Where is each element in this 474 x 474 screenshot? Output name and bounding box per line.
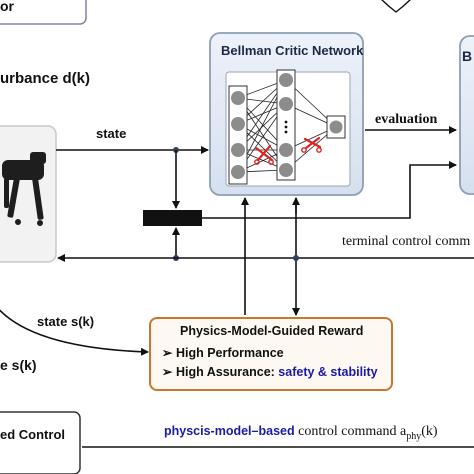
hidden-ellipsis bbox=[284, 120, 288, 124]
scissors-icon bbox=[254, 144, 274, 165]
hidden-node bbox=[279, 73, 293, 87]
control-command-sub: phy bbox=[406, 430, 422, 442]
top-left-fragment: or bbox=[0, 0, 14, 14]
control-command-tail: (k) bbox=[421, 424, 438, 439]
reward-item-1-text: High Performance bbox=[175, 346, 284, 360]
input-node bbox=[231, 91, 245, 105]
reward-item-2-highlight: safety & stability bbox=[278, 365, 378, 379]
hidden-node bbox=[279, 97, 293, 111]
reward-item-2-prefix: High Assurance: bbox=[175, 365, 279, 379]
switch-bar bbox=[143, 210, 202, 226]
check-arrow-icon: ➢ bbox=[162, 346, 176, 360]
reward-item-2: ➢ High Assurance: safety & stability bbox=[162, 364, 378, 379]
critic-title: Bellman Critic Network bbox=[221, 43, 364, 58]
robot-dog-icon bbox=[2, 152, 46, 226]
input-layer bbox=[228, 85, 248, 185]
evaluation-label: evaluation bbox=[375, 112, 438, 127]
junction-dot bbox=[293, 255, 299, 261]
hidden-ellipsis bbox=[284, 130, 288, 134]
bottom-left-label: ed Control bbox=[0, 427, 65, 442]
right-box bbox=[459, 35, 474, 195]
terminal-label: terminal control comm bbox=[342, 234, 471, 249]
right-box-letter: B bbox=[462, 48, 473, 64]
top-brace bbox=[381, 0, 411, 13]
check-arrow-icon: ➢ bbox=[162, 365, 176, 379]
disturbance-label: urbance d(k) bbox=[0, 70, 90, 88]
disturbance-text: urbance d(k) bbox=[0, 70, 91, 87]
bottom-left-box bbox=[0, 411, 81, 474]
hidden-node bbox=[279, 143, 293, 157]
state-s-label: state s(k) bbox=[37, 314, 95, 329]
output-node bbox=[329, 120, 343, 134]
hidden-ellipsis bbox=[284, 125, 288, 129]
control-command-label: physcis-model–based control command aphy… bbox=[164, 424, 438, 442]
scissors-icon bbox=[301, 136, 322, 153]
hidden-node bbox=[279, 163, 293, 177]
reward-item-1: ➢ High Performance bbox=[162, 345, 284, 360]
e-s-label: e s(k) bbox=[0, 357, 37, 373]
input-node bbox=[231, 117, 245, 131]
input-node bbox=[231, 165, 245, 179]
reward-title: Physics-Model-Guided Reward bbox=[180, 324, 364, 338]
reward-box bbox=[149, 317, 393, 391]
state-label: state bbox=[96, 126, 127, 141]
physics-based-prefix: physcis-model–based bbox=[164, 424, 295, 438]
state-s-curve bbox=[0, 309, 149, 356]
top-left-box bbox=[0, 0, 87, 25]
switch-right-line bbox=[202, 161, 457, 219]
control-command-text: control command a bbox=[294, 424, 407, 439]
input-node bbox=[231, 143, 245, 157]
